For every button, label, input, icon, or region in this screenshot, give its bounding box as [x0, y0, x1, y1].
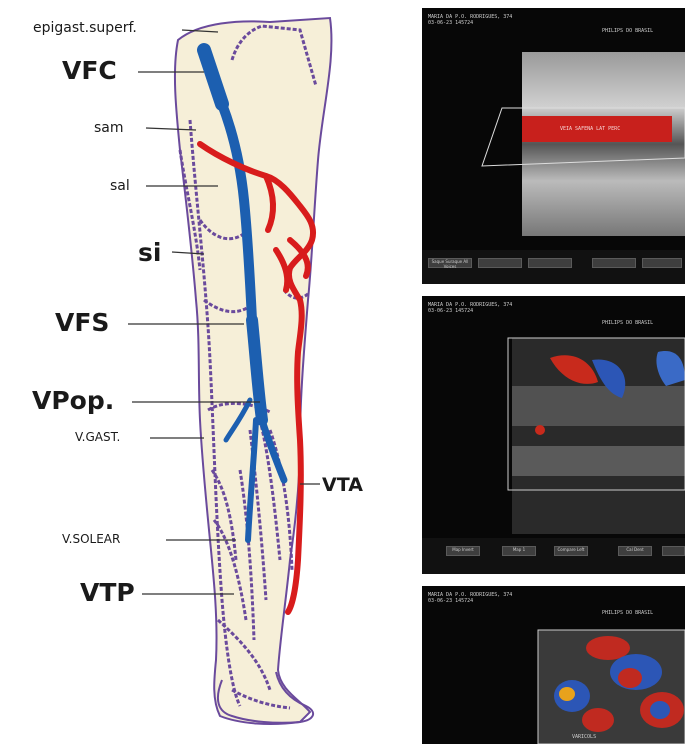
label-vta: VTA: [322, 474, 363, 496]
panel2-button-4: Cal Dent: [618, 546, 652, 556]
panel3-vessel-label: VARICOLS: [572, 734, 596, 740]
leg-vein-diagram: [0, 0, 420, 744]
panel2-button-1: Map Invert: [446, 546, 480, 556]
panel1-header-right: PHILIPS DO BRASIL: [602, 28, 653, 34]
label-vpop: VPop.: [32, 386, 114, 415]
panel2-button-2: Map 1: [502, 546, 536, 556]
panel1-button-3: [528, 258, 572, 268]
panel1-button-2: [478, 258, 522, 268]
label-si: si: [138, 238, 161, 267]
ultrasound-panel-1: MARIA DA P.O. RODRIGUES, 374 03-06-23 14…: [422, 8, 685, 284]
ultrasound-image-2: [422, 296, 685, 574]
ultrasound-panel-2: MARIA DA P.O. RODRIGUES, 374 03-06-23 14…: [422, 296, 685, 574]
label-vfc: VFC: [62, 56, 117, 85]
panel3-header-right: PHILIPS DO BRASIL: [602, 610, 653, 616]
panel1-button-4: [592, 258, 636, 268]
panel1-vessel-label: VEIA SAFENA LAT PERC: [560, 126, 620, 132]
label-vsolear: V.SOLEAR: [62, 532, 120, 546]
label-vgast: V.GAST.: [75, 430, 120, 444]
panel2-button-3: Compare Left: [554, 546, 588, 556]
ultrasound-image-1: [422, 8, 685, 284]
panel1-button-5: [642, 258, 682, 268]
ultrasound-panel-3: MARIA DA P.O. RODRIGUES, 374 03-06-23 14…: [422, 586, 685, 744]
panel1-header-left: MARIA DA P.O. RODRIGUES, 374 03-06-23 14…: [428, 14, 512, 26]
label-sam: sam: [94, 120, 124, 136]
label-epigast-superf: epigast.superf.: [33, 20, 137, 36]
panel2-button-5: [662, 546, 685, 556]
label-vtp: VTP: [80, 578, 135, 607]
label-sal: sal: [110, 178, 130, 194]
panel1-button-1: Saque Suraque All Voices: [428, 258, 472, 268]
label-vfs: VFS: [55, 308, 109, 337]
panel2-header-left: MARIA DA P.O. RODRIGUES, 374 03-06-23 14…: [428, 302, 512, 314]
panel3-header-left: MARIA DA P.O. RODRIGUES, 374 03-06-23 14…: [428, 592, 512, 604]
panel2-header-right: PHILIPS DO BRASIL: [602, 320, 653, 326]
